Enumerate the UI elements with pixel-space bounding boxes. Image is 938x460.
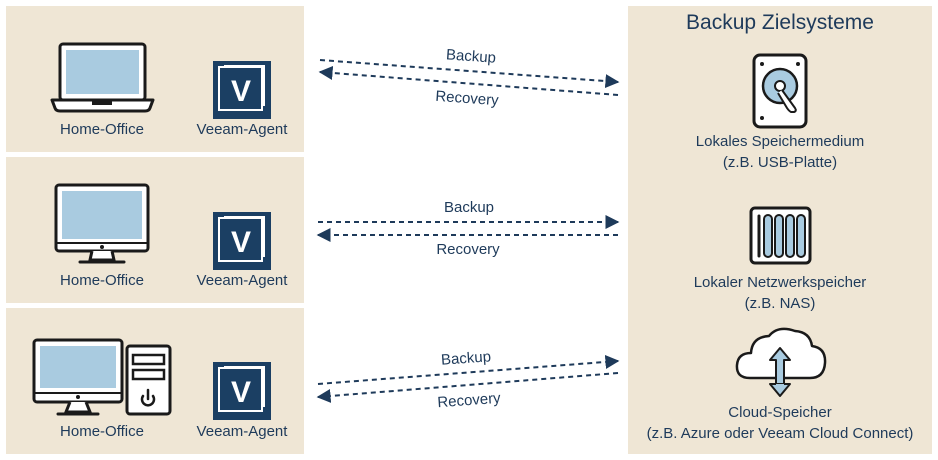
agent-label: Veeam-Agent — [196, 121, 288, 138]
veeam-logo-icon: V — [213, 212, 271, 270]
device-label: Home-Office — [60, 121, 144, 138]
target-example: (z.B. NAS) — [744, 295, 816, 312]
target-label-cloud: Cloud-Speicher (z.B. Azure oder Veeam Cl… — [647, 402, 914, 444]
target-example: (z.B. Azure oder Veeam Cloud Connect) — [646, 425, 914, 442]
backup-label: Backup — [445, 46, 497, 67]
svg-text:V: V — [231, 376, 251, 409]
recovery-arrow — [318, 65, 619, 96]
backup-arrow — [319, 59, 620, 89]
laptop-icon — [50, 42, 155, 113]
target-label-nas: Lokaler Netzwerkspeicher (z.B. NAS) — [694, 272, 867, 314]
agent-label: Veeam-Agent — [196, 423, 288, 440]
device-label: Home-Office — [60, 423, 144, 440]
nas-icon — [749, 206, 812, 265]
target-name: Cloud-Speicher — [728, 404, 832, 421]
agent-label: Veeam-Agent — [196, 272, 288, 289]
monitor-icon — [54, 183, 150, 264]
target-name: Lokales Speichermedium — [695, 133, 865, 150]
recovery-label: Recovery — [436, 241, 500, 258]
backup-label: Backup — [440, 348, 492, 369]
target-name: Lokaler Netzwerkspeicher — [693, 274, 867, 291]
svg-text:V: V — [231, 226, 251, 259]
cloud-upload-icon — [735, 327, 827, 397]
veeam-logo-icon: V — [213, 61, 271, 119]
hard-drive-icon — [752, 53, 808, 129]
veeam-logo-icon: V — [213, 362, 271, 420]
target-label-usb: Lokales Speichermedium (z.B. USB-Platte) — [696, 131, 864, 173]
target-example: (z.B. USB-Platte) — [722, 154, 838, 171]
device-label: Home-Office — [60, 272, 144, 289]
desktop-pc-icon — [32, 338, 172, 416]
backup-label: Backup — [443, 199, 495, 216]
targets-title: Backup Zielsysteme — [686, 11, 874, 34]
svg-text:V: V — [231, 75, 251, 108]
